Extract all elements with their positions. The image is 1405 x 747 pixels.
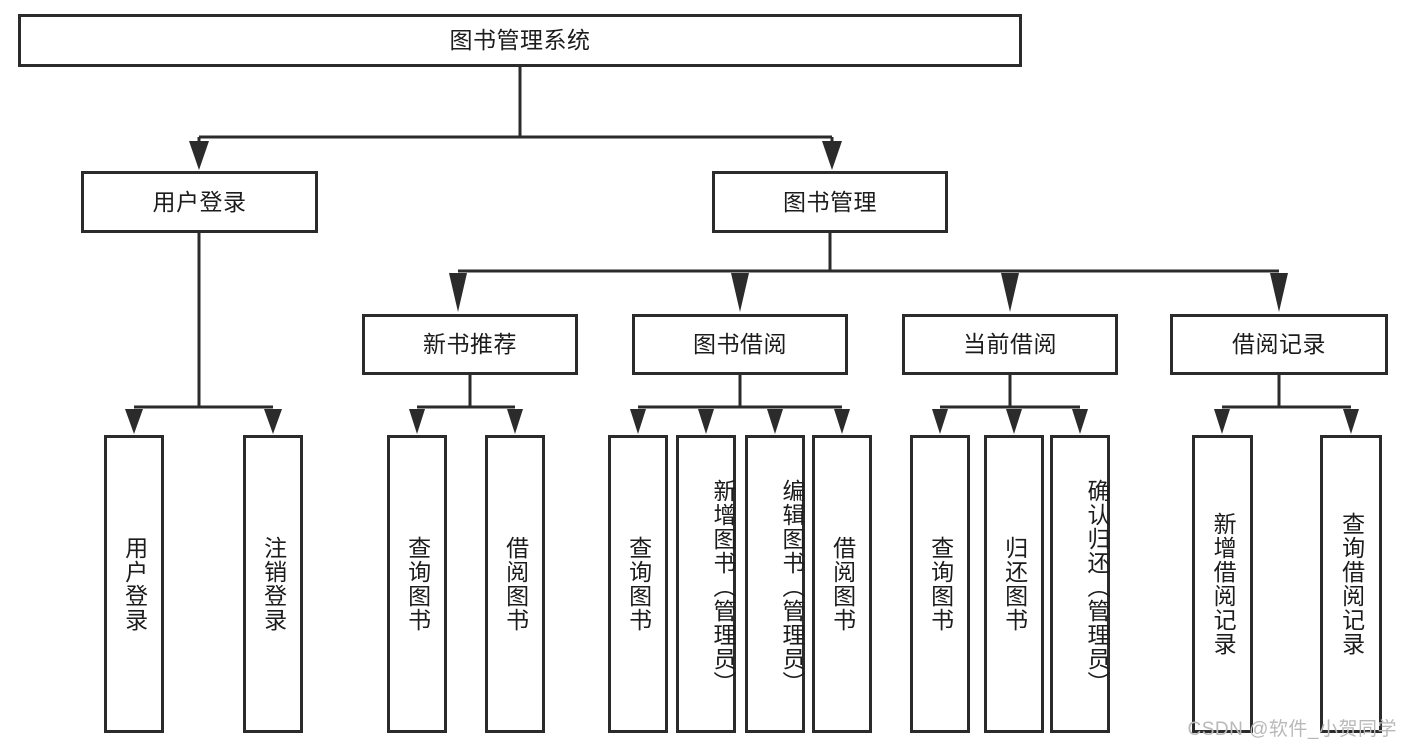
node-box-leaf-query-book-cur[interactable] bbox=[910, 435, 970, 733]
arrow-head-icon bbox=[822, 141, 842, 170]
arrow-head-icon bbox=[834, 409, 850, 434]
arrow-head-icon bbox=[767, 409, 783, 434]
connector-borrow-record-to-leaves bbox=[1214, 374, 1359, 434]
arrow-head-icon bbox=[189, 141, 209, 170]
arrow-head-icon bbox=[1001, 273, 1019, 312]
connector-user-login-to-leaves bbox=[125, 233, 282, 434]
arrow-head-icon bbox=[932, 409, 948, 434]
node-box-leaf-logout[interactable] bbox=[243, 435, 303, 733]
arrow-head-icon bbox=[449, 273, 467, 312]
node-box-leaf-query-record[interactable] bbox=[1320, 435, 1382, 733]
arrow-head-icon bbox=[1214, 409, 1230, 434]
arrow-head-icon bbox=[264, 409, 282, 434]
node-box-leaf-user-login[interactable] bbox=[104, 435, 164, 733]
node-box-leaf-return-book[interactable] bbox=[984, 435, 1044, 733]
node-box-leaf-query-book-borrow[interactable] bbox=[608, 435, 668, 733]
node-box-leaf-borrow-book-rec[interactable] bbox=[485, 435, 545, 733]
node-box-book-manage[interactable] bbox=[712, 171, 948, 233]
connector-new-book-rec-to-leaves bbox=[409, 374, 523, 434]
connector-book-borrow-to-leaves bbox=[630, 374, 850, 434]
node-box-user-login[interactable] bbox=[81, 171, 318, 233]
connector-book-manage-to-level3 bbox=[449, 233, 1288, 312]
arrow-head-icon bbox=[1343, 409, 1359, 434]
arrow-head-icon bbox=[507, 409, 523, 434]
connector-current-borrow-to-leaves bbox=[932, 374, 1088, 434]
node-box-new-book-rec[interactable] bbox=[362, 314, 578, 375]
watermark-text: CSDN @软件_小贺同学 bbox=[1187, 719, 1397, 740]
node-box-book-borrow[interactable] bbox=[632, 314, 848, 375]
arrow-head-icon bbox=[409, 409, 425, 434]
node-box-leaf-query-book-rec[interactable] bbox=[387, 435, 447, 733]
node-box-leaf-confirm-return[interactable] bbox=[1050, 435, 1110, 733]
node-box-leaf-add-record[interactable] bbox=[1192, 435, 1253, 733]
arrow-head-icon bbox=[731, 273, 749, 312]
node-box-leaf-borrow-book[interactable] bbox=[812, 435, 872, 733]
arrow-head-icon bbox=[630, 409, 646, 434]
node-box-current-borrow[interactable] bbox=[902, 314, 1118, 375]
arrow-head-icon bbox=[1270, 273, 1288, 312]
arrow-head-icon bbox=[698, 409, 714, 434]
connector-root-to-level2 bbox=[189, 67, 842, 170]
node-box-borrow-record[interactable] bbox=[1170, 314, 1388, 375]
arrow-head-icon bbox=[1072, 409, 1088, 434]
node-box-root[interactable] bbox=[18, 14, 1022, 67]
arrow-head-icon bbox=[1006, 409, 1022, 434]
arrow-head-icon bbox=[125, 409, 143, 434]
node-box-leaf-edit-book[interactable] bbox=[745, 435, 805, 733]
node-box-leaf-add-book[interactable] bbox=[676, 435, 736, 733]
